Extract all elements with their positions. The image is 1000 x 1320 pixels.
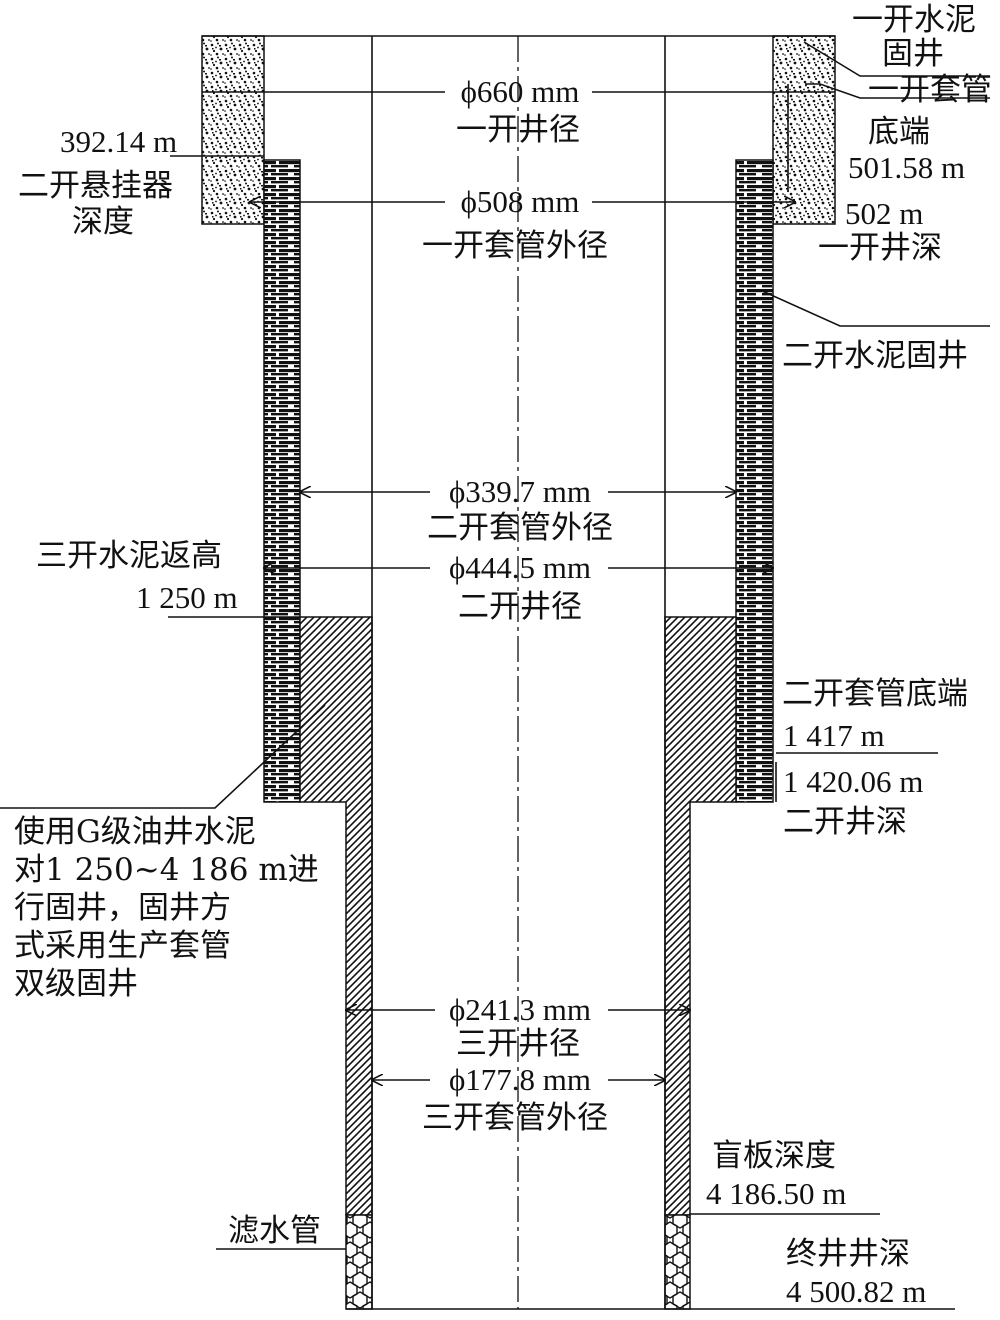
leader-lines <box>0 41 990 1310</box>
cement-note-line-4: 式采用生产套管 <box>14 928 231 964</box>
second-casing-bottom-caption: 二开套管底端 <box>782 676 968 712</box>
hanger-depth-value: 392.14 m <box>60 124 177 159</box>
second-cement-right <box>735 159 774 803</box>
dim-444-value: ϕ444.5 mm <box>449 550 591 585</box>
blind-plate-caption: 盲板深度 <box>712 1138 836 1174</box>
dim-177-caption: 三开套管外径 <box>422 1100 608 1136</box>
dimension-labels: ϕ660 mm 一开井径 ϕ508 mm 一开套管外径 ϕ339.7 mm 二开… <box>422 74 613 1136</box>
dim-444-caption: 二开井径 <box>458 589 582 625</box>
dim-508-caption: 一开套管外径 <box>422 228 608 264</box>
blind-plate-value: 4 186.50 m <box>706 1176 846 1211</box>
screen-pipe-label: 滤水管 <box>228 1213 321 1249</box>
first-cement-label-2: 固井 <box>882 36 944 72</box>
hanger-caption-2: 深度 <box>72 204 134 240</box>
first-depth-value: 502 m <box>845 196 923 231</box>
dim-241-value: ϕ241.3 mm <box>449 992 591 1027</box>
cement-note-line-3: 行固井，固井方 <box>14 890 231 926</box>
dim-660-value: ϕ660 mm <box>461 74 580 109</box>
dim-339-caption: 二开套管外径 <box>427 510 613 546</box>
final-depth-caption: 终井井深 <box>786 1236 910 1272</box>
first-cement-left <box>201 35 265 225</box>
dim-241-caption: 三开井径 <box>456 1026 580 1062</box>
second-cement-left <box>263 159 301 803</box>
dim-660-caption: 一开井径 <box>456 112 580 148</box>
first-cement-right <box>772 35 836 225</box>
third-cement-right <box>664 616 737 1216</box>
hanger-caption-1: 二开悬挂器 <box>18 168 173 204</box>
cement-note-line-1: 使用G级油井水泥 <box>14 814 256 850</box>
first-cement-zones <box>201 35 836 225</box>
dimension-lines <box>202 91 835 1080</box>
second-cement-label: 二开水泥固井 <box>782 338 968 374</box>
first-depth-caption: 一开井深 <box>818 230 942 266</box>
second-casing-bottom-value: 1 417 m <box>783 718 885 753</box>
first-casing-bottom-label-2: 底端 <box>868 114 930 150</box>
third-cement-top-value: 1 250 m <box>136 580 238 615</box>
first-casing-bottom-label-1: 一开套管 <box>868 72 992 108</box>
first-casing-bottom-depth: 501.58 m <box>848 150 965 185</box>
second-cement-zones <box>263 159 774 803</box>
dim-339-value: ϕ339.7 mm <box>449 474 591 509</box>
final-depth-value: 4 500.82 m <box>786 1274 926 1309</box>
screen-pipe-left <box>345 1214 373 1310</box>
second-depth-caption: 二开井深 <box>783 804 907 840</box>
first-cement-label-1: 一开水泥 <box>852 2 976 38</box>
dim-508-value: ϕ508 mm <box>461 184 580 219</box>
cement-note-line-5: 双级固井 <box>14 966 138 1002</box>
third-cement-left <box>299 616 373 1216</box>
second-depth-value: 1 420.06 m <box>783 764 923 799</box>
third-cement-top-caption: 三开水泥返高 <box>36 538 222 574</box>
cement-note-line-2: 对1 250~4 186 m进 <box>14 852 319 888</box>
dim-177-value: ϕ177.8 mm <box>449 1062 591 1097</box>
screen-pipe-right <box>664 1214 691 1310</box>
callout-labels: 一开水泥 固井 一开套管 底端 501.58 m 502 m 一开井深 392.… <box>14 2 992 1309</box>
